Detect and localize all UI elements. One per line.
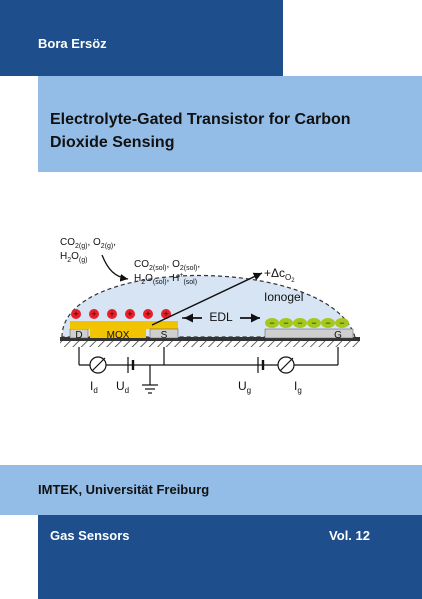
reaction-arrow <box>151 272 263 326</box>
title-box <box>38 76 422 172</box>
source-label: S <box>161 330 168 341</box>
svg-text:−: − <box>269 318 274 328</box>
drain-current-label: Id <box>90 379 98 395</box>
drain-voltage-label: Ud <box>116 379 129 395</box>
svg-text:+: + <box>73 309 78 319</box>
mox-layer <box>70 321 178 329</box>
svg-text:+: + <box>163 309 168 319</box>
svg-text:−: − <box>311 318 316 328</box>
top-banner-cutout <box>283 0 422 76</box>
dissolution-arrow <box>101 254 129 282</box>
substrate-line <box>60 337 360 341</box>
source-electrode <box>149 328 179 339</box>
gas-species-label: CO2(g), O2(g), <box>60 237 116 250</box>
circuit <box>78 347 339 394</box>
author-name: Bora Ersöz <box>38 36 107 51</box>
drain-label: D <box>75 330 82 341</box>
svg-text:−: − <box>283 318 288 328</box>
institute-name: IMTEK, Universität Freiburg <box>38 482 210 497</box>
concentration-change-label: +ΔcO2 <box>264 266 295 284</box>
transistor-diagram: D MOX S G + + + + + + − − − − − − EDL <box>60 237 360 395</box>
svg-text:+: + <box>91 309 96 319</box>
svg-text:+: + <box>127 309 132 319</box>
gate-current-label: Ig <box>294 379 302 395</box>
volume-number: Vol. 12 <box>329 528 370 543</box>
ionogel-label: Ionogel <box>264 290 303 304</box>
cation-row: + + + + + + <box>71 309 171 319</box>
institute-band <box>0 465 422 515</box>
dissolved-species-label: CO2(sol), O2(sol), <box>134 259 200 272</box>
svg-text:+: + <box>145 309 150 319</box>
gate-label: G <box>334 330 342 341</box>
book-title: Electrolyte-Gated Transistor for Carbon … <box>50 111 351 151</box>
mox-label: MOX <box>107 330 130 341</box>
svg-text:H2O(sol), H+(sol): H2O(sol), H+(sol) <box>134 272 197 286</box>
edl-label: EDL <box>209 310 233 324</box>
svg-text:+: + <box>109 309 114 319</box>
series-band <box>38 515 422 599</box>
gate-voltage-label: Ug <box>238 379 251 395</box>
svg-text:−: − <box>325 318 330 328</box>
svg-text:−: − <box>339 318 344 328</box>
gate-electrode <box>264 328 354 339</box>
substrate-hatch <box>60 341 360 347</box>
anion-row: − − − − − − <box>265 318 349 328</box>
svg-text:H2O(g): H2O(g) <box>60 251 87 264</box>
series-name: Gas Sensors <box>50 528 130 543</box>
svg-text:−: − <box>297 318 302 328</box>
